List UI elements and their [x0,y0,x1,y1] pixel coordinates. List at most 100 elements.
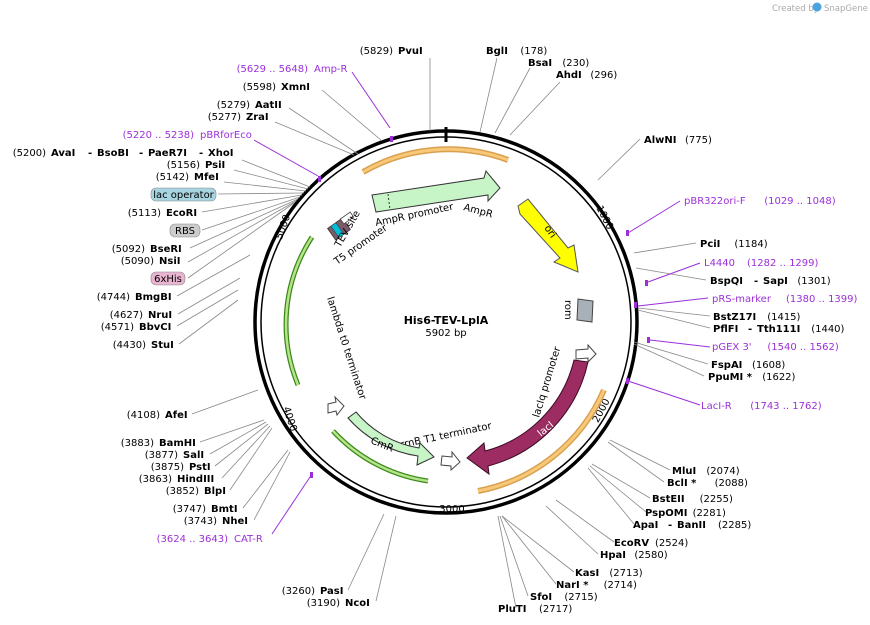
enzyme-separator: - [754,276,758,287]
enzyme-separator: - [199,148,203,159]
enzyme-label: AvaI [51,148,75,159]
tick-label: 1000 [593,204,615,232]
credit-text: Created by [772,4,819,14]
enzyme-label: NruI [148,310,172,321]
enzyme-position: (2255) [700,494,733,505]
primer-marks [310,136,650,478]
primer-range: (1282 .. 1299) [747,258,819,269]
primer-label: pBRforEco [200,130,252,141]
primer-label: Amp-R [314,64,348,75]
feature-badge-label: lac operator [153,190,214,201]
primer-leaders [253,71,711,535]
enzyme-label: BmgBI [135,292,172,303]
enzyme-separator: - [748,324,752,335]
rom-box [576,298,594,323]
feature-badge-label: RBS [175,226,195,237]
enzyme-position: (3877) [145,450,178,461]
enzyme-label: AhdI [556,70,582,81]
enzyme-position: (1415) [767,312,800,323]
enzyme-position: (5092) [112,244,145,255]
enzyme-label: BglI [486,46,508,57]
enzyme-label: PasI [320,586,343,597]
snapgene-logo-icon [812,2,822,12]
enzyme-separator: - [139,148,143,159]
enzyme-label: BsaI [528,58,552,69]
enzyme-label: NcoI [345,598,370,609]
enzyme-position: (2281) [693,508,726,519]
feature-badge [150,271,186,286]
enzyme-label: PciI [700,239,720,250]
enzyme-label: BclI * [667,478,697,489]
enzyme-label: BlpI [204,486,226,497]
enzyme-label: SapI [763,276,788,287]
enzyme-label: PaeR7I [148,148,187,159]
primer-range: (1540 .. 1562) [767,342,839,353]
enzyme-label: MfeI [194,172,219,183]
enzyme-position: (2715) [564,592,597,603]
plasmid-name: His6-TEV-LplA [404,314,489,327]
enzyme-label: PsiI [205,160,225,171]
enzyme-position: (3863) [139,474,172,485]
enzyme-label: PstI [189,462,211,473]
enzyme-label: HindIII [177,474,214,485]
enzyme-position: (4744) [97,292,130,303]
enzyme-position: (296) [590,70,617,81]
enzyme-label: AfeI [165,410,188,421]
enzyme-position: (5200) [13,148,46,159]
enzyme-position: (4108) [127,410,160,421]
cmr-label: CmR [369,436,395,455]
enzyme-position: (5090) [121,256,154,267]
laciq-promoter-arrow [575,343,597,364]
enzyme-position: (2285) [718,520,751,531]
leader-lines [176,57,711,609]
primer-label: LacI-R [701,401,732,412]
enzyme-label: BamHI [159,438,196,449]
enzyme-label: BsoBI [97,148,129,159]
enzyme-label: BstEII [652,494,685,505]
enzyme-label: StuI [151,340,174,351]
enzyme-position: (2088) [715,478,748,489]
enzyme-position: (5277) [208,112,241,123]
enzyme-label: SalI [183,450,204,461]
enzyme-label: AlwNI [644,135,677,146]
enzyme-position: (3852) [166,486,199,497]
tick-label: 5000 [274,213,293,241]
enzyme-separator: - [668,520,672,531]
enzyme-label: ZraI [246,112,269,123]
enzyme-position: (178) [520,46,547,57]
tick-label: 3000 [439,504,464,515]
primer-label: pGEX 3' [712,342,752,353]
enzyme-label: HpaI [600,550,626,561]
primer-range: (5220 .. 5238) [123,130,195,141]
primer-label: pBR322ori-F [684,196,746,207]
enzyme-position: (3747) [173,504,206,515]
enzyme-label: FspAI [711,360,742,371]
enzyme-position: (3190) [307,598,340,609]
enzyme-position: (5829) [360,46,393,57]
enzyme-position: (230) [562,58,589,69]
feature-badge [169,223,201,238]
enzyme-position: (3875) [151,462,184,473]
enzyme-label: AatII [255,100,282,111]
enzyme-position: (4430) [113,340,146,351]
enzyme-position: (1608) [752,360,785,371]
enzyme-separator: - [88,148,92,159]
map-labels: PvuI(5829)BglI(178)BsaI(230)AhdI(296)Xmn… [13,46,858,615]
rrnb-label: rrnB T1 terminator [399,421,493,451]
lambda-label: lambda t0 terminator [324,296,368,402]
enzyme-position: (5156) [167,160,200,171]
credit-brand: SnapGene [824,4,868,14]
enzyme-position: (2713) [609,568,642,579]
enzyme-position: (4627) [110,310,143,321]
primer-range: (1380 .. 1399) [786,294,858,305]
enzyme-position: (1622) [762,372,795,383]
enzyme-label: PvuI [398,46,423,57]
enzyme-position: (2524) [655,538,688,549]
enzyme-label: NarI * [556,580,589,591]
enzyme-position: (2580) [634,550,667,561]
enzyme-position: (3260) [282,586,315,597]
primer-label: CAT-R [234,534,263,545]
feature-badge-label: 6xHis [154,274,182,285]
enzyme-label: MluI [672,466,696,477]
enzyme-position: (5113) [128,208,161,219]
